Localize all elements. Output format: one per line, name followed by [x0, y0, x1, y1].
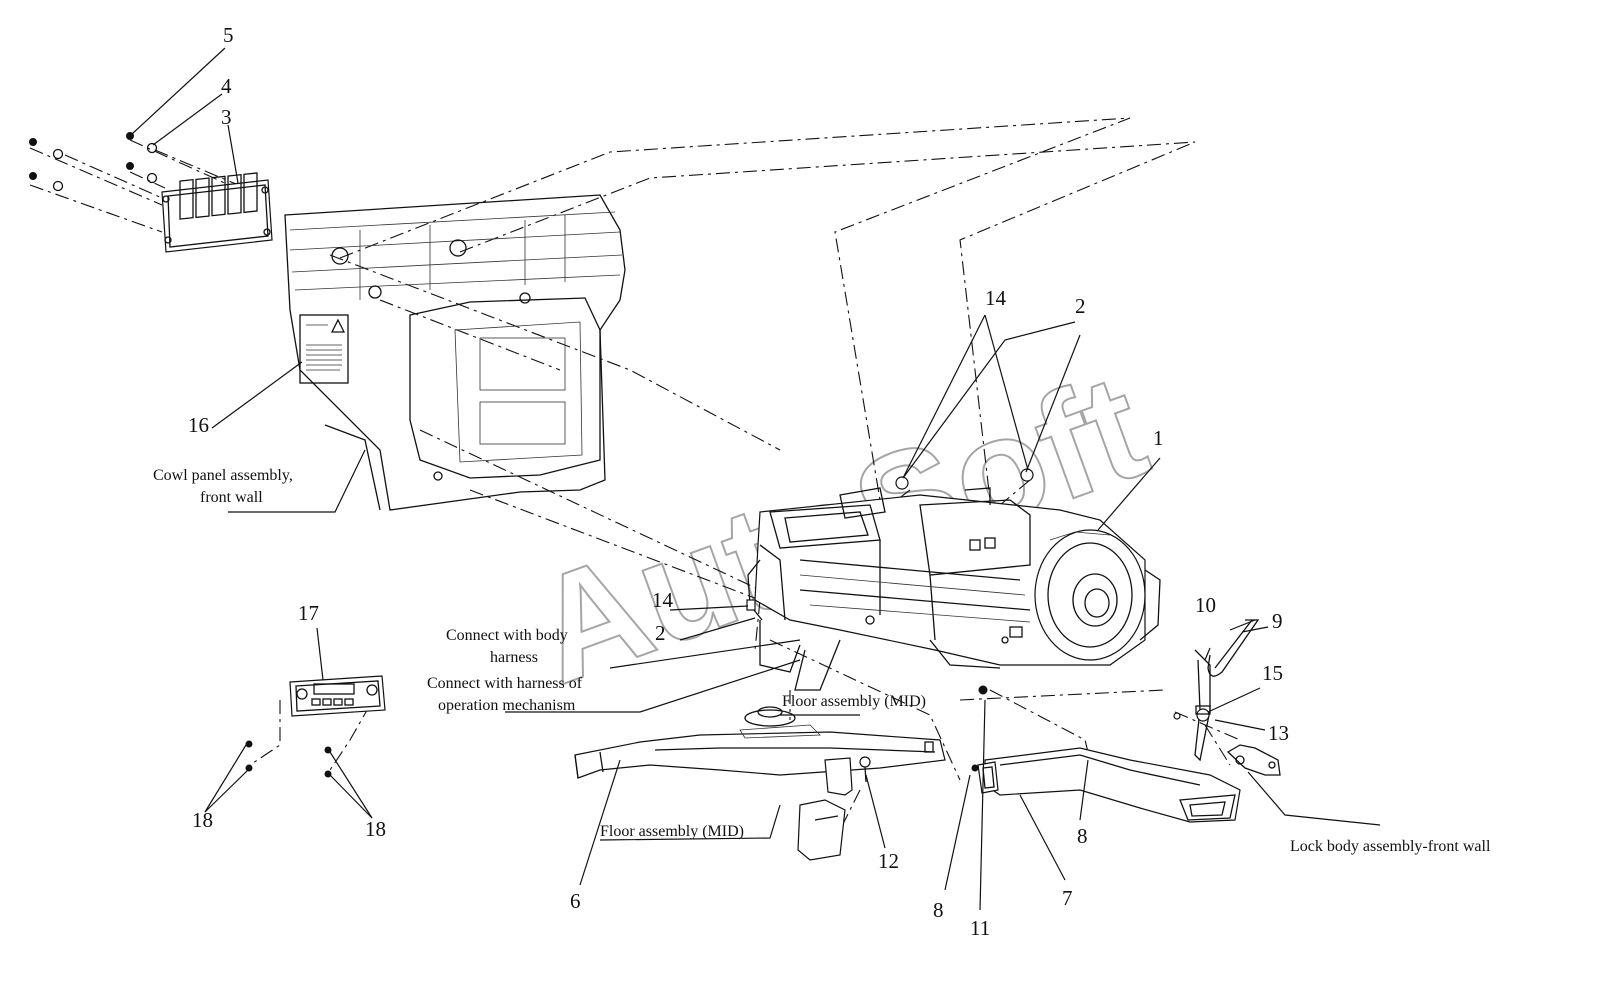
- callout-13: 13: [1268, 721, 1289, 745]
- leader-lines: [131, 47, 1381, 911]
- label-lock-body: Lock body assembly-front wall: [1290, 838, 1491, 855]
- callout-11: 11: [970, 916, 990, 940]
- text-labels: Cowl panel assembly, front wall Connect …: [153, 467, 1491, 855]
- bracket-part-12: [797, 756, 871, 861]
- callout-10: 10: [1195, 593, 1216, 617]
- callout-7: 7: [1062, 886, 1073, 910]
- callout-3: 3: [221, 105, 232, 129]
- callout-numbers: 5 4 3 16 14 2 1 14 2 10 9 15 13 17 18 18…: [188, 23, 1289, 940]
- lock-body-assembly: [1226, 744, 1281, 776]
- callout-18-right: 18: [365, 817, 386, 841]
- callout-8-right: 8: [1077, 824, 1088, 848]
- duct-part-7: [984, 747, 1241, 823]
- callout-15: 15: [1262, 661, 1283, 685]
- callout-14-mid: 14: [652, 588, 674, 612]
- callout-17: 17: [298, 601, 319, 625]
- callout-12: 12: [878, 849, 899, 873]
- label-connect-op-line1: Connect with harness of: [427, 675, 583, 692]
- duct-part-6: [574, 706, 946, 779]
- drain-pipe-parts-9-10-13-15: [1173, 619, 1260, 762]
- callout-14-top: 14: [985, 286, 1007, 310]
- control-panel-part-17: [289, 675, 386, 717]
- hvac-unit-part-1: [747, 487, 1161, 691]
- callout-2-top: 2: [1075, 294, 1086, 318]
- callout-18-left: 18: [192, 808, 213, 832]
- label-cowl-line1: Cowl panel assembly,: [153, 467, 293, 484]
- callout-16: 16: [188, 413, 209, 437]
- label-connect-body-line2: harness: [490, 649, 538, 666]
- label-floor-mid-lower: Floor assembly (MID): [600, 823, 744, 840]
- label-connect-op-line2: operation mechanism: [438, 697, 576, 714]
- callout-4: 4: [221, 74, 232, 98]
- callout-1: 1: [1153, 426, 1164, 450]
- callout-9: 9: [1272, 609, 1283, 633]
- callout-2-mid: 2: [655, 621, 666, 645]
- callout-6: 6: [570, 889, 581, 913]
- label-floor-mid-upper: Floor assembly (MID): [782, 693, 926, 710]
- duct-outlet-part-11: [977, 761, 999, 794]
- cowl-grille-part-3: [161, 172, 273, 253]
- callout-8-left: 8: [933, 898, 944, 922]
- screws-part-18: [245, 740, 332, 778]
- label-cowl-line2: front wall: [200, 489, 263, 506]
- cowl-panel-assembly: [284, 194, 626, 511]
- fasteners-part-4-5: [29, 132, 158, 192]
- callout-5: 5: [223, 23, 234, 47]
- label-connect-body-line1: Connect with body: [446, 627, 568, 644]
